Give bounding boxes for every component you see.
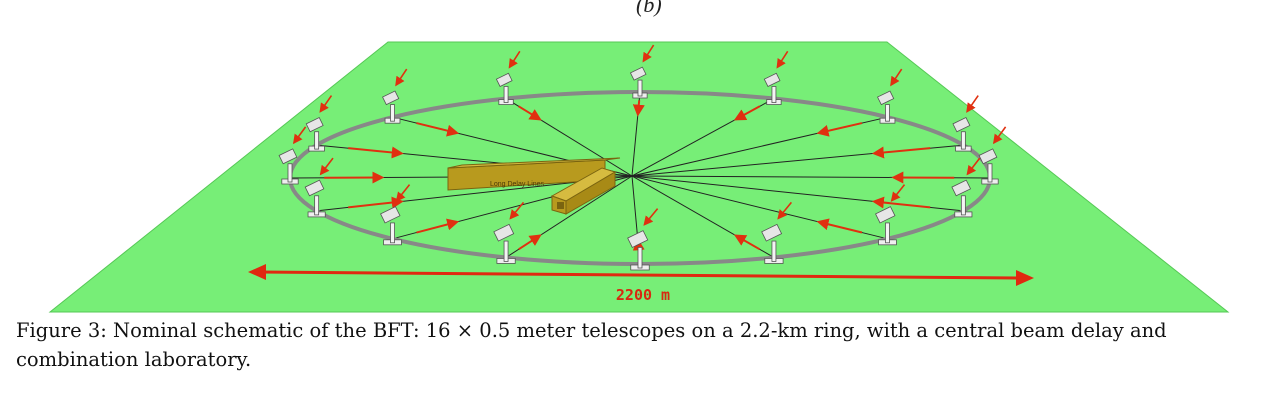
starlight-arrow bbox=[890, 68, 903, 87]
distance-label: 2200 m bbox=[616, 286, 670, 304]
starlight-arrow bbox=[509, 201, 525, 220]
central-laboratory: Long Delay Lines bbox=[447, 157, 621, 215]
beam-arrow bbox=[416, 122, 460, 137]
telescope bbox=[305, 117, 325, 152]
distance-arrow bbox=[257, 270, 1025, 280]
starlight-arrow bbox=[777, 201, 793, 220]
telescope bbox=[763, 72, 782, 105]
starlight-arrow bbox=[508, 50, 521, 69]
beam-arrow bbox=[871, 146, 931, 159]
starlight-arrow bbox=[966, 95, 979, 113]
beam-arrow bbox=[871, 196, 931, 209]
beam-arrow bbox=[816, 218, 863, 234]
beam-arrow bbox=[816, 122, 863, 137]
telescope bbox=[627, 230, 650, 271]
starlight-arrow bbox=[776, 50, 789, 69]
telescope bbox=[875, 206, 897, 246]
beam-arrow bbox=[348, 196, 404, 209]
beam-arrows bbox=[292, 44, 1007, 256]
telescope bbox=[978, 148, 999, 185]
figure-caption: Figure 3: Nominal schematic of the BFT: … bbox=[16, 319, 1167, 371]
starlight-arrow bbox=[890, 184, 906, 202]
telescope bbox=[495, 72, 514, 105]
telescope bbox=[380, 206, 402, 246]
beam-arrow bbox=[632, 100, 645, 117]
starlight-arrow bbox=[319, 157, 334, 176]
starlight-arrow bbox=[643, 208, 659, 226]
telescope bbox=[278, 148, 299, 185]
beam-arrow bbox=[416, 218, 460, 234]
beam-arrow bbox=[518, 105, 542, 121]
telescope bbox=[629, 66, 648, 99]
telescope bbox=[304, 179, 326, 218]
telescope bbox=[493, 223, 516, 264]
telescopes bbox=[278, 66, 999, 271]
beam-arrow bbox=[733, 234, 761, 251]
distance-arrow-right-head bbox=[1016, 270, 1034, 286]
lab-label: Long Delay Lines bbox=[490, 181, 545, 188]
telescope bbox=[952, 117, 972, 152]
subfigure-label: (b) bbox=[636, 0, 662, 17]
telescope bbox=[382, 90, 401, 124]
starlight-arrow bbox=[319, 95, 333, 113]
starlight-arrow bbox=[966, 157, 981, 176]
starlight-arrow bbox=[992, 126, 1007, 145]
beam-arrow bbox=[348, 146, 404, 159]
starlight-arrow bbox=[292, 126, 307, 145]
beam-arrow bbox=[518, 234, 542, 251]
distance-indicator: 2200 m bbox=[248, 264, 1034, 304]
starlight-arrow bbox=[642, 44, 655, 63]
distance-arrow-left-head bbox=[248, 264, 266, 280]
starlight-arrow bbox=[395, 68, 408, 87]
telescope bbox=[761, 223, 784, 264]
telescope bbox=[951, 179, 973, 218]
telescope bbox=[877, 90, 896, 124]
beam-arrow bbox=[733, 105, 761, 121]
bft-schematic: Long Delay Lines 2200 m bbox=[48, 41, 1230, 313]
